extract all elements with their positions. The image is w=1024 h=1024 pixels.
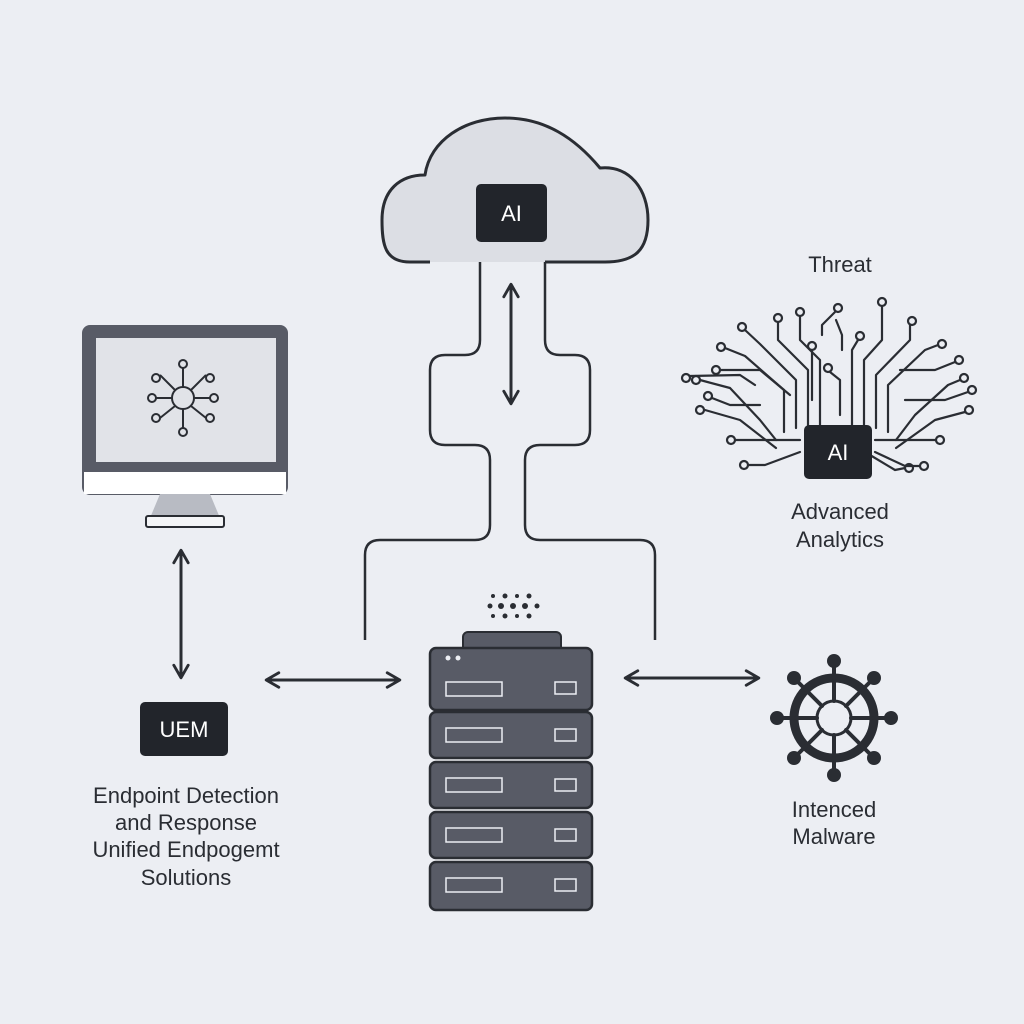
endpoint-caption-line2: and Response bbox=[115, 810, 257, 835]
malware-caption-line1: Intenced bbox=[792, 797, 876, 822]
network-node-icon bbox=[147, 359, 219, 437]
threat-ai-badge bbox=[804, 425, 872, 479]
cloud-icon: AI bbox=[380, 116, 650, 264]
circuit-brain-icon bbox=[680, 296, 978, 474]
endpoint-caption-line3: Unified Endpogemt bbox=[92, 837, 279, 862]
uem-label: UEM bbox=[160, 717, 209, 742]
uem-badge bbox=[140, 702, 228, 756]
threat-ai-label: AI bbox=[828, 440, 849, 465]
monitor-icon bbox=[82, 325, 288, 528]
cloud-ai-label: AI bbox=[501, 201, 522, 226]
endpoint-caption-line4: Solutions bbox=[141, 865, 232, 890]
endpoint-caption-line1: Endpoint Detection bbox=[93, 783, 279, 808]
server-status-dots-icon bbox=[487, 593, 540, 619]
server-rack-icon bbox=[428, 593, 594, 912]
malware-caption-line2: Malware bbox=[792, 824, 875, 849]
cloud-ai-badge bbox=[476, 184, 547, 242]
threat-heading: Threat bbox=[808, 252, 872, 277]
malware-virus-icon bbox=[770, 654, 898, 782]
analytics-caption-line2: Analytics bbox=[796, 527, 884, 552]
cloud-server-connectors bbox=[363, 262, 657, 640]
analytics-caption-line1: Advanced bbox=[791, 499, 889, 524]
